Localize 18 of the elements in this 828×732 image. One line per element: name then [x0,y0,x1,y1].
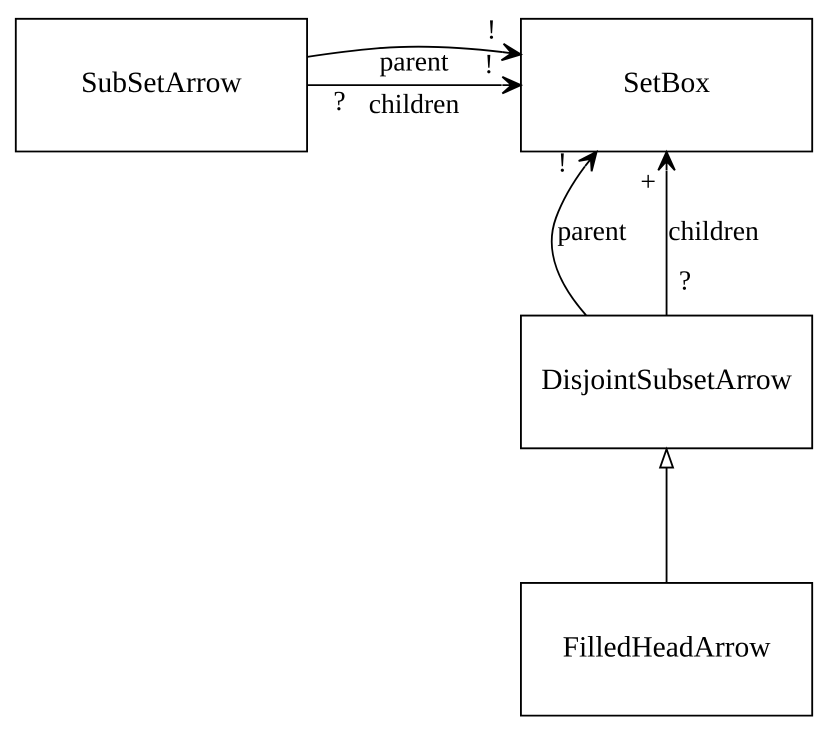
edge-label: parent [379,45,449,76]
label: ! [486,13,496,44]
label: + [640,165,656,196]
node-box: FilledHeadArrow [520,582,814,717]
arrow [550,150,598,316]
arrow [657,150,676,316]
edge-label: parent [557,214,626,246]
arrow [658,446,674,582]
node-box: SubSetArrow [14,18,308,152]
edge-label: children [368,88,460,119]
edge-label: children [668,214,759,246]
label: ? [678,264,692,296]
node-box: DisjointSubsetArrow [520,314,814,450]
label: ? [333,85,346,116]
arrow [307,42,522,62]
node-box: SetBox [520,18,814,152]
label: ! [484,48,494,80]
arrow [308,76,522,94]
